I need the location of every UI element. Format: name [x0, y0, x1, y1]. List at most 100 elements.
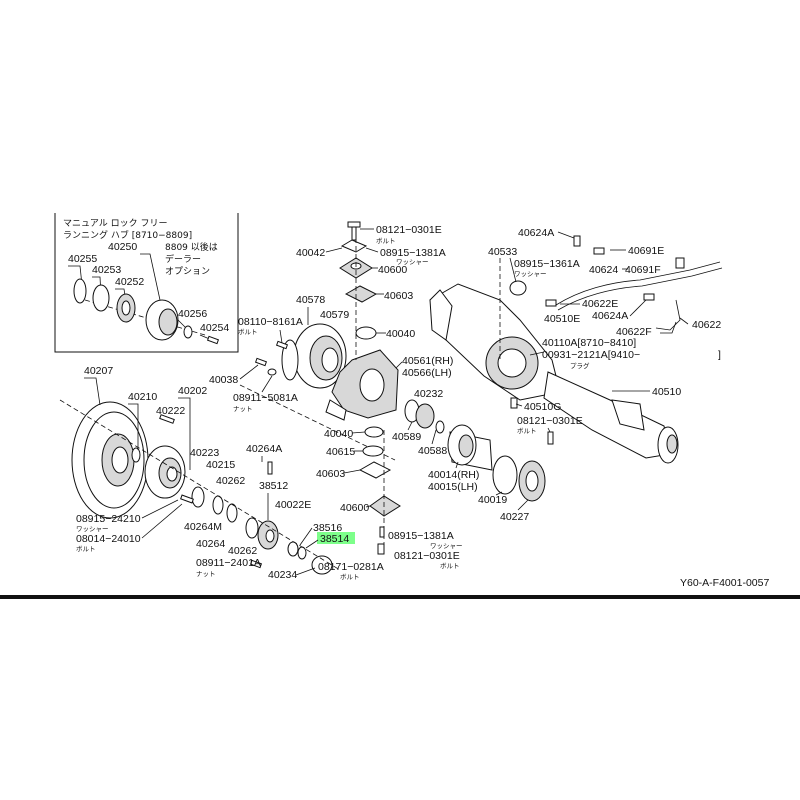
drain-plug-icon: [510, 397, 518, 409]
part-label: 08014−24010: [76, 533, 141, 545]
part-label: 40202: [178, 385, 207, 397]
part-label: 40264M: [184, 521, 222, 533]
part-label: 40042: [296, 247, 325, 259]
knuckle-group: 08121−0301E ボルト 40042 08915−1381A ワッシャー …: [209, 221, 463, 570]
lower-bolt-icon: [377, 543, 385, 555]
part-label: 40252: [115, 276, 144, 288]
part-label: 08121−0301E: [394, 550, 460, 562]
shim-icon: [344, 285, 378, 303]
part-label: 40040: [324, 428, 353, 440]
part-label-note: ボルト: [238, 328, 258, 336]
part-label: 40222: [156, 405, 185, 417]
hose-clamp-icon: [593, 247, 605, 255]
rotor-bolt-icon: [159, 414, 175, 424]
part-label: 40014(RH): [428, 469, 479, 481]
inset-note-line1: 8809 以後は: [165, 241, 218, 253]
part-label: 40110A[8710−8410]: [542, 337, 636, 349]
part-label: 40691E: [628, 245, 664, 257]
part-label: 40561(RH): [402, 355, 453, 367]
part-label: 40256: [178, 308, 207, 320]
rotor-hub-group: 40207 40210 40202 40222 40223 40215 4026…: [59, 365, 396, 581]
stud-bolt-icon: [267, 461, 273, 475]
part-label-note: ボルト: [76, 545, 96, 553]
part-label: 08121−0301E: [517, 415, 583, 427]
retainer-ring-icon: [92, 284, 110, 312]
diagram-reference-code: Y60-A-F4001-0057: [680, 577, 769, 589]
part-label: 40223: [190, 447, 219, 459]
part-label-note: ボルト: [440, 562, 460, 570]
part-label: 40615: [326, 446, 355, 458]
lower-kingpin-cap-icon: [369, 495, 401, 517]
part-label: 40600: [340, 502, 369, 514]
inset-manual-locking-hub: マニュアル ロック フリー ランニング ハブ [8710−8809] 8809 …: [54, 213, 239, 353]
hub-seal-icon: [191, 486, 205, 508]
part-label-note: ワッシャー: [430, 542, 463, 550]
part-label: 40600: [378, 264, 407, 276]
part-label-note: ボルト: [376, 237, 396, 245]
inset-note-line2: デーラー: [165, 253, 201, 265]
part-label: 40588: [418, 445, 447, 457]
part-label: 40624A: [518, 227, 554, 239]
inset-note-line3: オプション: [165, 266, 210, 277]
part-label: 40254: [200, 322, 229, 334]
lower-shim-icon: [358, 461, 392, 479]
spindle-group: 40014(RH) 40015(LH) 40019 40227: [428, 424, 546, 523]
breather-cap-icon: [509, 280, 527, 296]
part-label: 40015(LH): [428, 481, 478, 493]
part-label: 38516: [313, 522, 342, 534]
part-label: 40264A: [246, 443, 282, 455]
part-label: 40264: [196, 538, 225, 550]
gasket-icon: [281, 339, 299, 381]
part-label-note: ナット: [196, 570, 216, 578]
part-label: 40622F: [616, 326, 652, 338]
part-label: 38512: [259, 480, 288, 492]
breather-bolt-icon: [573, 235, 581, 247]
inset-title-line1: マニュアル ロック フリー: [63, 218, 167, 229]
kingpin-bearing-icon: [355, 326, 377, 340]
part-label: 40622: [692, 319, 721, 331]
part-label-note: ワッシャー: [76, 525, 109, 533]
part-label: 40210: [128, 391, 157, 403]
part-label-note: ボルト: [517, 427, 537, 435]
part-label: 08171−0281A: [318, 561, 384, 573]
part-label: 08911−2401A: [196, 557, 261, 569]
inset-title-line2: ランニング ハブ [8710−8809]: [63, 229, 192, 241]
hub-cap-icon: [311, 555, 333, 575]
part-label: 40566(LH): [402, 367, 452, 379]
part-label: 40624: [589, 264, 618, 276]
part-label: 08915−1361A: [514, 258, 580, 270]
lock-washer-icon: [245, 517, 259, 539]
part-label: 40040: [386, 328, 415, 340]
hub-knob-icon: [183, 325, 193, 339]
part-label: 08915−1381A: [380, 247, 446, 259]
part-label: 00931−2121A[9410−: [542, 349, 640, 361]
highlighted-part-label[interactable]: 38514: [320, 533, 349, 545]
part-label: 40579: [320, 309, 349, 321]
part-label-note: ナット: [233, 405, 253, 413]
part-label: 40603: [316, 468, 345, 480]
part-label: 08915−1381A: [388, 530, 454, 542]
part-label: 40215: [206, 459, 235, 471]
part-label-note: プラグ: [570, 361, 590, 370]
part-label: ]: [718, 349, 721, 361]
part-label: 40255: [68, 253, 97, 265]
washer-plate-icon: [340, 239, 368, 253]
part-label: 40603: [384, 290, 413, 302]
part-label-note: ワッシャー: [396, 258, 429, 266]
part-label-note: ボルト: [340, 573, 360, 581]
outer-seal-icon: [492, 455, 518, 495]
axle-housing-group: 40624A 40533 40691E 08915−1361A ワッシャー 40…: [429, 227, 723, 464]
part-label: 40234: [268, 569, 297, 581]
part-label: 40510: [652, 386, 681, 398]
part-label: 40510E: [544, 313, 580, 325]
part-label: 40262: [228, 545, 257, 557]
seal-ring-icon: [73, 278, 87, 304]
part-label: 08121−0301E: [376, 224, 442, 236]
part-label: 40589: [392, 431, 421, 443]
part-label-note: ワッシャー: [514, 270, 547, 278]
part-label: 08110−8161A: [238, 316, 303, 328]
part-label: 08911−5081A: [233, 392, 298, 404]
part-label: 40578: [296, 294, 325, 306]
